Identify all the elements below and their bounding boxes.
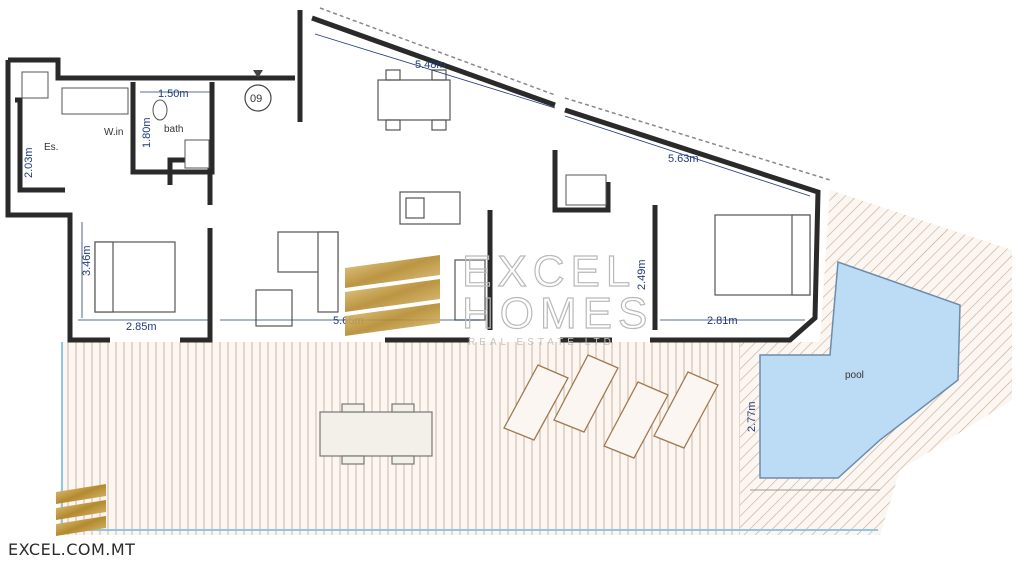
terrace-dining — [319, 403, 433, 465]
dim-living-top: 5.48m — [415, 59, 446, 71]
dining-table-top — [377, 69, 451, 131]
right-glazing — [564, 97, 831, 181]
sun-loungers — [503, 354, 719, 459]
dim-bath-width: 1.50m — [158, 88, 189, 100]
room-ensuite: Es. — [44, 142, 58, 153]
bath-fixtures — [21, 71, 607, 206]
walls — [5, 10, 821, 343]
dim-pool-depth: 2.77m — [746, 401, 758, 432]
dim-bedroom-top: 5.63m — [668, 153, 699, 165]
bed-2 — [714, 214, 811, 296]
dim-ensuite-depth: 2.03m — [23, 147, 35, 178]
dim-bed2-depth: 2.49m — [636, 259, 648, 290]
dim-bed1-depth: 3.46m — [81, 245, 93, 276]
dim-bed1-width: 2.85m — [126, 321, 157, 333]
unit-number: 09 — [250, 93, 262, 105]
room-pool: pool — [845, 370, 864, 381]
pool — [759, 260, 961, 479]
room-walk-in: W.in — [104, 127, 123, 138]
watermark-line3: REAL ESTATE LTD — [468, 337, 615, 348]
dim-bed2-width: 2.81m — [707, 315, 738, 327]
site-url: EXCEL.COM.MT — [8, 540, 136, 559]
unit-marker-circle — [244, 84, 272, 112]
bed-1 — [94, 241, 176, 313]
watermark-line1: EXCEL — [462, 247, 636, 296]
watermark-line2: HOMES — [462, 289, 653, 338]
sofa — [255, 231, 339, 327]
footer-logo-icon — [56, 484, 106, 536]
kitchen — [399, 191, 486, 321]
unit-marker-arrow-icon — [253, 70, 263, 78]
dim-bath-depth: 1.80m — [141, 117, 153, 148]
watermark-logo-icon — [345, 255, 440, 336]
room-bath: bath — [164, 124, 183, 135]
